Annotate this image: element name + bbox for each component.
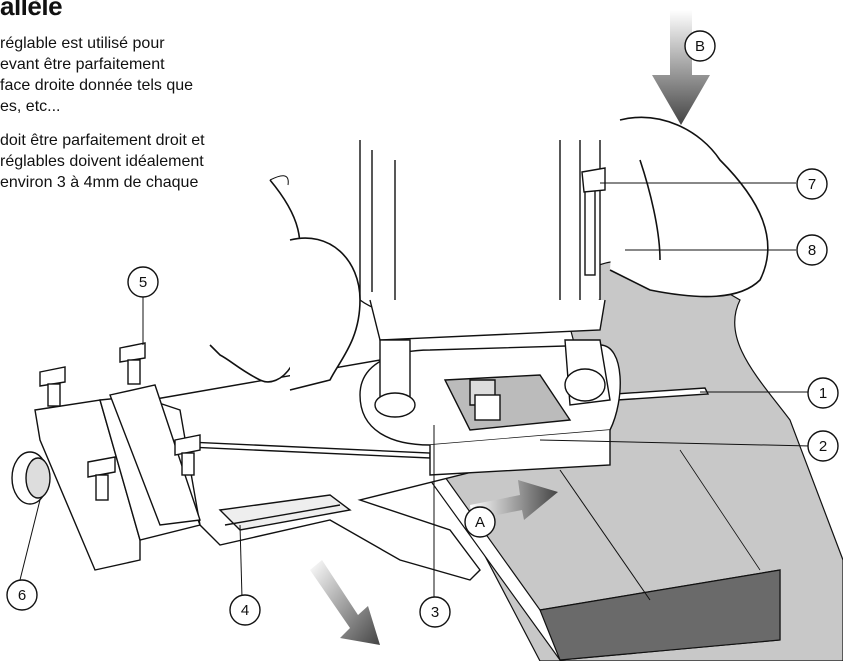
section-heading: allèle — [0, 0, 63, 21]
text-line: réglables doivent idéalement — [0, 153, 204, 170]
callout-label: 5 — [139, 274, 147, 291]
callout-1: 1 — [807, 377, 839, 409]
callout-label: 1 — [819, 385, 827, 402]
text-line: doit être parfaitement droit et — [0, 132, 205, 149]
text-line: environ 3 à 4mm de chaque — [0, 174, 199, 191]
callout-label: 4 — [241, 602, 249, 619]
callout-8: 8 — [796, 234, 828, 266]
callout-label: 6 — [18, 587, 26, 604]
direction-arrow-b — [652, 10, 710, 125]
callout-label: A — [475, 514, 485, 531]
leader-lines — [19, 175, 811, 600]
adjustment-knob — [11, 451, 51, 505]
callout-label: 3 — [431, 604, 439, 621]
workpiece-board — [429, 259, 843, 661]
callout-2: 2 — [807, 430, 839, 462]
callout-4: 4 — [229, 594, 261, 626]
fence-block — [34, 384, 201, 571]
callout-label: B — [695, 38, 705, 55]
callout-b: B — [684, 30, 716, 62]
text-line: réglable est utilisé pour — [0, 35, 165, 52]
callout-5: 5 — [127, 266, 159, 298]
callout-label: 7 — [808, 176, 816, 193]
text-line: face droite donnée tels que — [0, 77, 194, 94]
router-body — [359, 140, 621, 476]
callout-a: A — [464, 506, 496, 538]
callout-3: 3 — [419, 596, 451, 628]
text-line: evant être parfaitement — [0, 56, 165, 73]
instruction-paragraph-1: réglable est utilisé pour evant être par… — [0, 33, 193, 117]
operator-hand — [209, 116, 769, 391]
instruction-paragraph-2: doit être parfaitement droit et réglable… — [0, 130, 205, 193]
text-line: es, etc... — [0, 98, 61, 115]
direction-arrow-a — [470, 480, 558, 520]
callout-label: 2 — [819, 438, 827, 455]
callout-6: 6 — [6, 579, 38, 611]
callout-label: 8 — [808, 242, 816, 259]
direction-arrow-down — [310, 560, 380, 645]
callout-7: 7 — [796, 168, 828, 200]
